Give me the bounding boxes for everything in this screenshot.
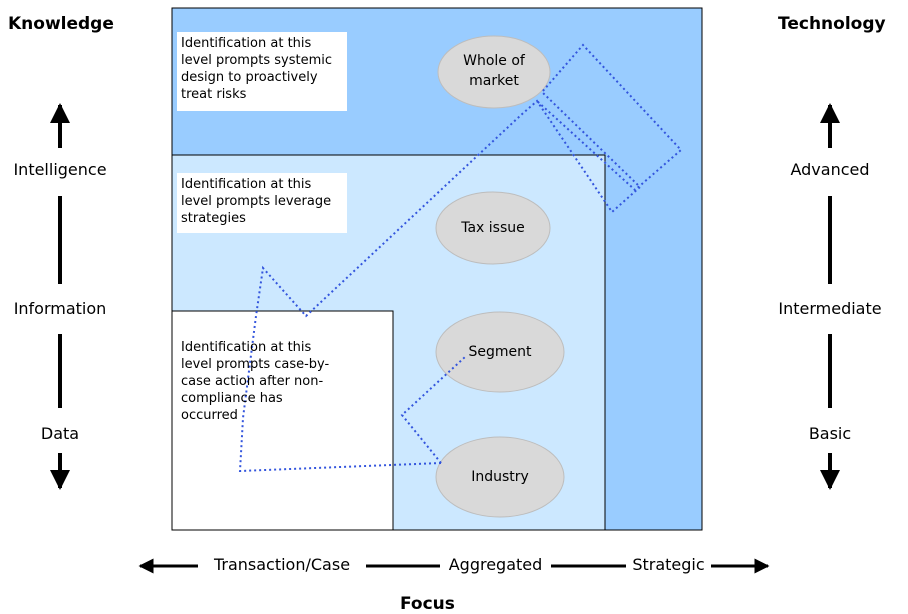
left-level-data: Data (40, 424, 80, 443)
escalation-dotted-path-lower (400, 356, 466, 464)
whole-of-market-oval (437, 35, 551, 109)
knowledge-heading: Knowledge (8, 14, 114, 34)
tax-issue-oval (435, 191, 551, 265)
right-level-basic: Basic (808, 424, 852, 443)
technology-heading: Technology (778, 14, 886, 34)
inner-level-box (171, 310, 394, 531)
focus-heading: Focus (400, 594, 455, 614)
outer-level-note: Identification at this level prompts sys… (181, 36, 332, 102)
middle-level-note: Identification at this level prompts lev… (181, 177, 332, 226)
right-level-intermediate: Intermediate (778, 299, 882, 318)
inner-level-note: Identification at this level prompts cas… (181, 340, 330, 423)
industry-label: Industry (471, 469, 529, 485)
left-level-intelligence: Intelligence (13, 160, 107, 179)
outer-note-bg (177, 32, 347, 111)
segment-label: Segment (468, 344, 532, 360)
left-level-information: Information (13, 299, 107, 318)
middle-note-bg (177, 173, 347, 233)
right-level-advanced: Advanced (790, 160, 870, 179)
bottom-level-transaction-case: Transaction/Case (213, 555, 351, 574)
segment-oval (435, 311, 565, 393)
bottom-level-aggregated: Aggregated (448, 555, 543, 574)
whole-of-market-label: Whole of market (463, 53, 525, 89)
industry-oval (435, 436, 565, 518)
bottom-level-strategic: Strategic (632, 555, 705, 574)
tax-issue-label: Tax issue (461, 220, 525, 236)
escalation-dotted-path (238, 43, 683, 473)
